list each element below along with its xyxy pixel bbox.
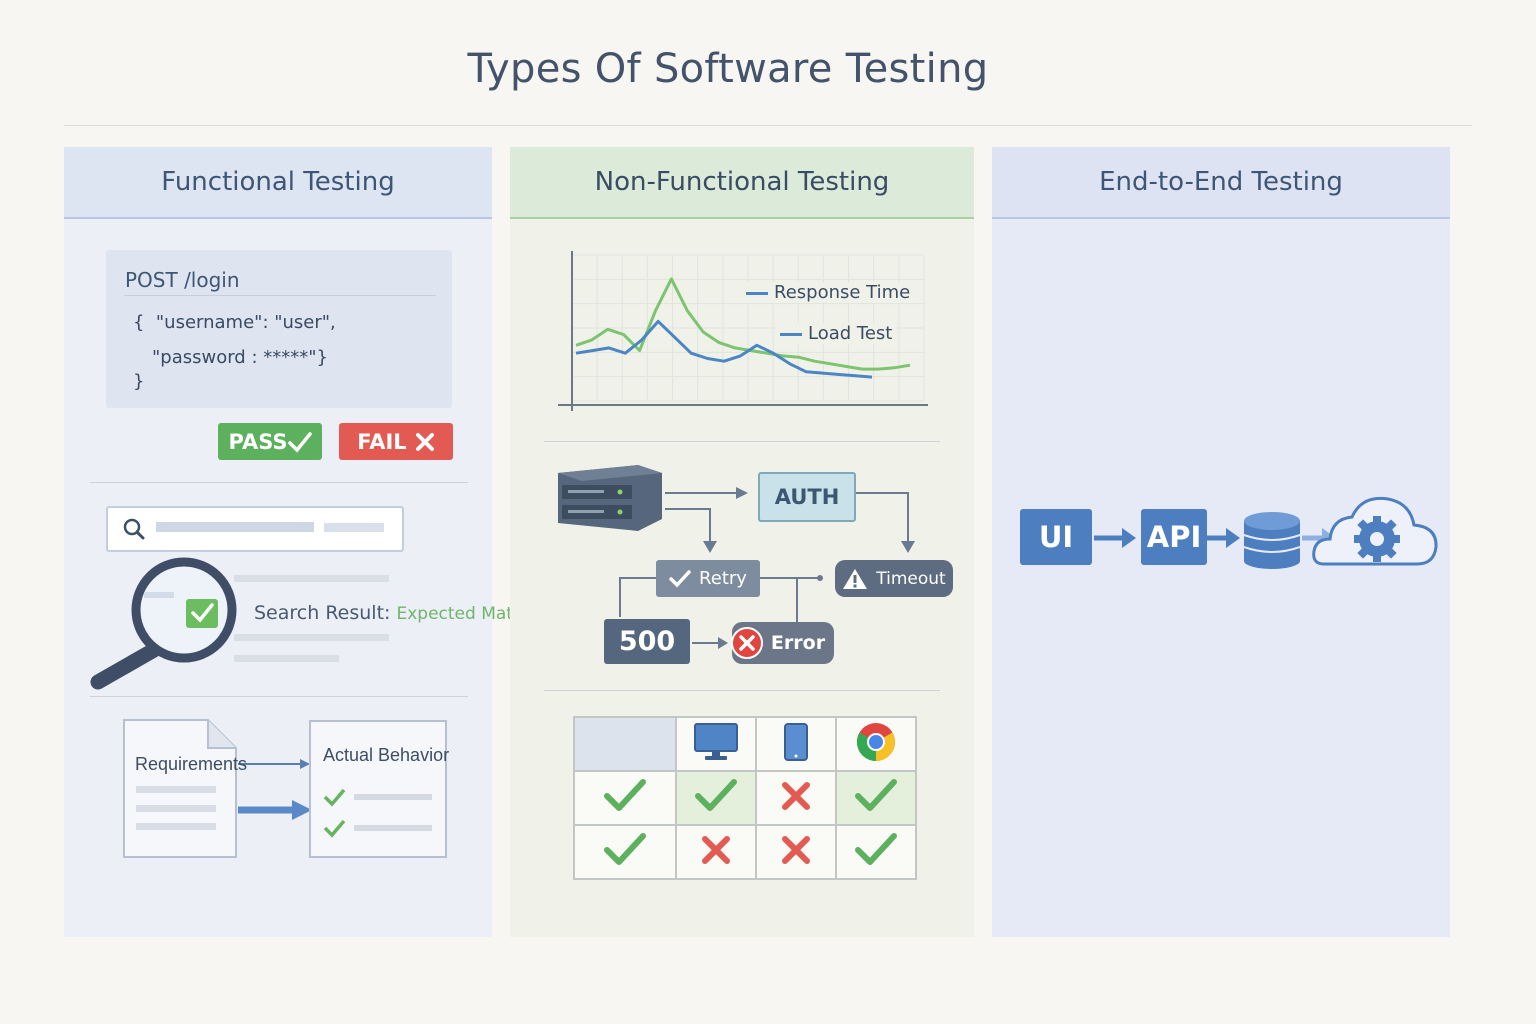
check-icon	[855, 833, 897, 865]
matrix-cell-pass	[675, 770, 757, 826]
matrix-col-mobile	[755, 716, 837, 772]
search-placeholder-bar	[324, 523, 384, 532]
ui-node: UI	[1020, 509, 1092, 565]
e2e-connectors	[1094, 496, 1438, 569]
search-input[interactable]	[106, 506, 404, 552]
error-icon	[730, 627, 763, 659]
matrix-cell-pass	[835, 824, 917, 880]
legend-swatch-load	[780, 332, 802, 336]
check-icon	[855, 779, 897, 811]
matrix-cell-pass	[573, 824, 677, 880]
actual-behavior-label: Actual Behavior	[323, 745, 450, 765]
cross-icon	[415, 432, 434, 451]
legend-response-label: Response Time	[774, 282, 911, 303]
search-result-label: Search Result:	[254, 602, 391, 624]
error-label: Error	[770, 632, 826, 654]
chrome-icon	[856, 723, 896, 762]
end-to-end-panel: End-to-End Testing UI API	[992, 147, 1450, 937]
code-line-1: { "username": "user",	[133, 312, 336, 333]
retry-label: Retry	[699, 568, 747, 589]
check-icon	[604, 833, 646, 865]
series-line-load-test	[575, 319, 873, 379]
title-divider	[64, 125, 1472, 126]
matrix-row	[573, 824, 917, 880]
search-result-value: Expected Match	[396, 604, 534, 624]
fail-badge: FAIL	[339, 423, 453, 460]
check-icon	[669, 569, 691, 588]
cross-icon	[782, 836, 810, 864]
cross-icon	[782, 782, 810, 810]
matrix-cell-fail	[755, 770, 837, 826]
search-result: Search Result: Expected Match	[254, 602, 533, 624]
search-placeholder-bar	[156, 522, 314, 532]
check-icon	[695, 779, 737, 811]
matrix-col-desktop	[675, 716, 757, 772]
matrix-cell-pass	[835, 770, 917, 826]
flow-connectors	[558, 465, 915, 649]
matrix-corner	[573, 716, 677, 772]
pass-label: PASS	[228, 429, 288, 454]
matrix-cell-fail	[675, 824, 757, 880]
api-request-box: POST /login { "username": "user", "passw…	[106, 250, 452, 408]
legend-load-label: Load Test	[808, 323, 893, 344]
fail-label: FAIL	[357, 429, 407, 454]
warning-icon	[843, 568, 868, 589]
api-node: API	[1141, 509, 1207, 565]
status-500-node: 500	[604, 619, 690, 664]
api-endpoint: POST /login	[125, 268, 240, 292]
code-line-2: "password : *****"}	[152, 347, 328, 368]
page-title: Types Of Software Testing	[467, 46, 989, 92]
timeout-label: Timeout	[876, 568, 946, 589]
desktop-icon	[694, 723, 738, 760]
timeout-node: Timeout	[835, 560, 953, 597]
requirements-label: Requirements	[135, 754, 248, 774]
performance-chart	[558, 251, 928, 411]
legend-response-time: Response Time	[742, 282, 915, 303]
database-icon	[1243, 512, 1301, 569]
section-divider-3	[544, 441, 940, 442]
matrix-cell-pass	[573, 770, 677, 826]
non-functional-panel: Non-Functional Testing Response Time Loa…	[510, 147, 974, 937]
non-functional-header: Non-Functional Testing	[510, 147, 974, 219]
section-divider-2	[90, 696, 468, 697]
mobile-icon	[784, 723, 808, 761]
series-line-response-time	[575, 277, 911, 371]
functional-header: Functional Testing	[64, 147, 492, 219]
retry-node: Retry	[656, 560, 760, 597]
matrix-row	[573, 770, 917, 826]
compatibility-matrix	[573, 716, 917, 880]
search-icon	[123, 518, 145, 540]
legend-swatch-response	[746, 291, 768, 295]
matrix-cell-fail	[755, 824, 837, 880]
section-divider-4	[544, 690, 940, 691]
section-divider-1	[90, 482, 468, 483]
check-icon	[287, 431, 312, 453]
code-divider	[124, 295, 436, 296]
cloud-gear-icon	[1312, 496, 1438, 566]
functional-panel: Functional Testing POST /login { "userna…	[64, 147, 533, 937]
pass-badge: PASS	[218, 423, 322, 460]
cross-icon	[702, 836, 730, 864]
auth-node: AUTH	[758, 472, 856, 522]
requirements-compare-illustration	[123, 719, 447, 858]
magnifier-illustration	[90, 557, 389, 690]
end-to-end-header: End-to-End Testing	[992, 147, 1450, 219]
matrix-col-chrome	[835, 716, 917, 772]
check-icon	[604, 779, 646, 811]
error-node: Error	[730, 622, 834, 664]
matrix-header-row	[573, 716, 917, 772]
code-line-3: }	[133, 371, 145, 392]
legend-load-test: Load Test	[776, 323, 897, 344]
